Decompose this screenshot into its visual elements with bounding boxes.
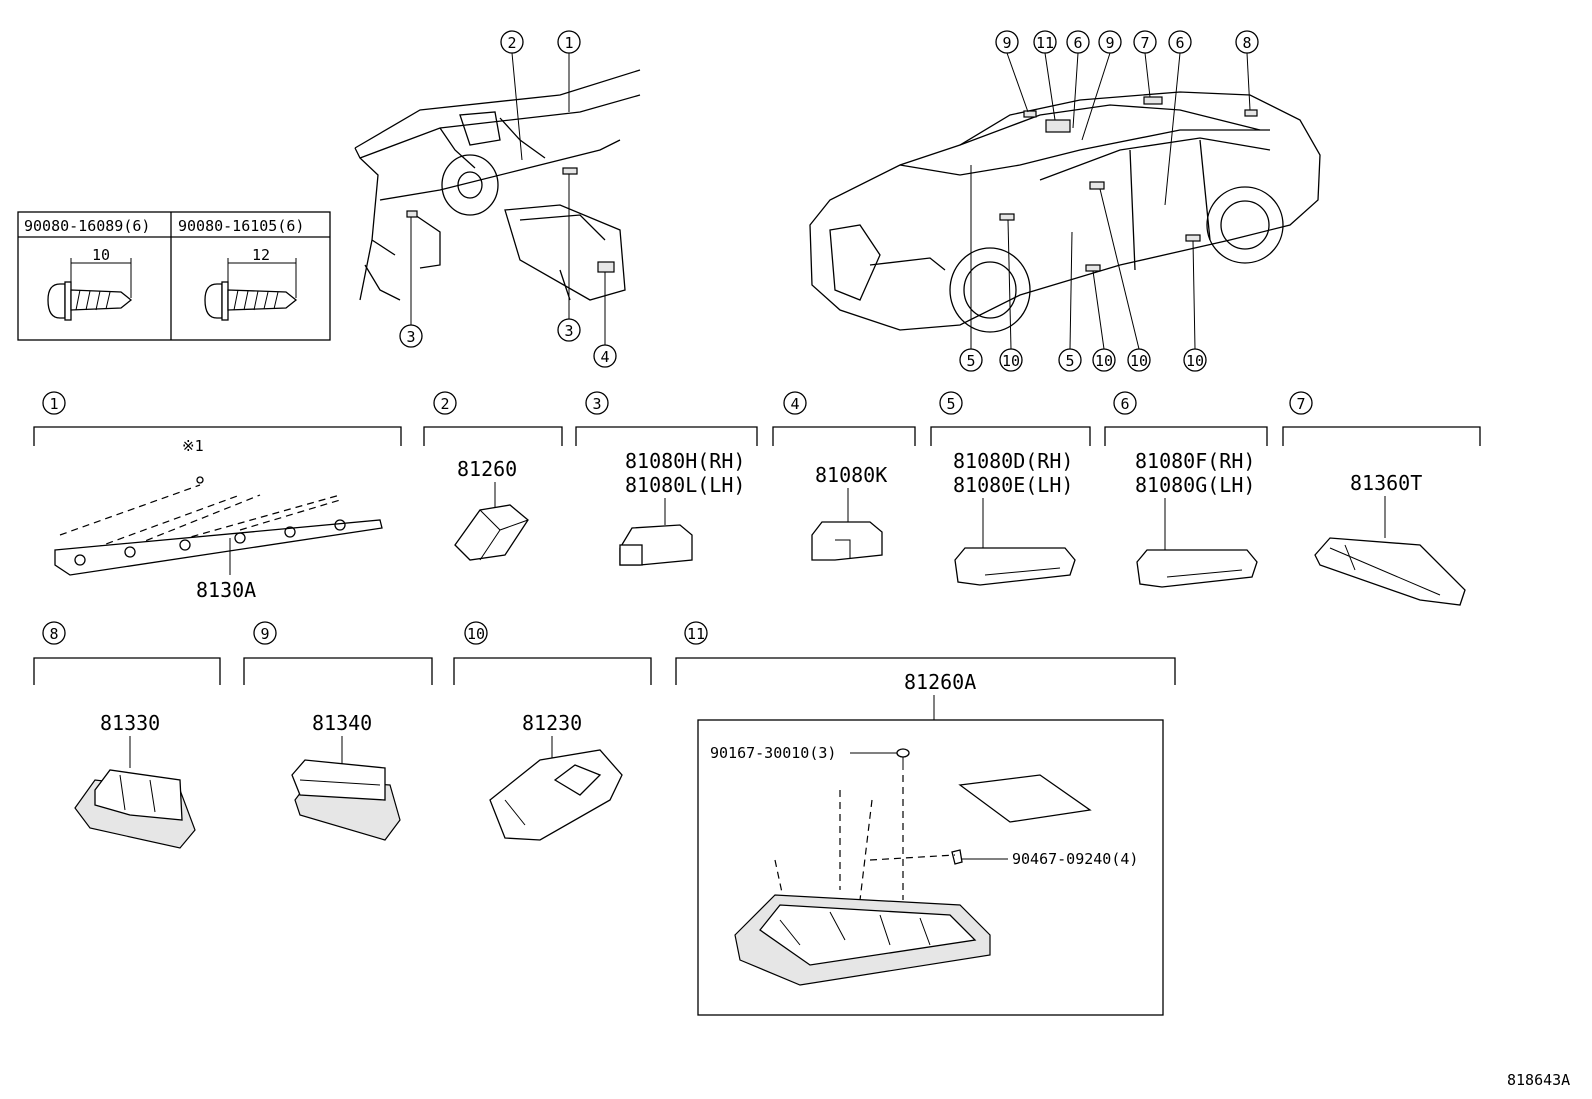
assembly-clip: 90467-09240(4) — [1012, 850, 1138, 868]
svg-text:10: 10 — [1186, 352, 1204, 370]
part-81340: 81340 — [312, 711, 372, 735]
svg-text:7: 7 — [1140, 34, 1149, 52]
callout-car-6b: 6 — [1164, 30, 1192, 206]
svg-text:2: 2 — [507, 34, 516, 52]
group-1-number: 1 — [49, 395, 58, 413]
group-5-number: 5 — [946, 395, 955, 413]
clip-icon — [951, 849, 963, 865]
callout-car-7: 7 — [1133, 30, 1157, 98]
group-8-number: 8 — [49, 625, 58, 643]
callout-car-9b: 9 — [1081, 30, 1122, 141]
part-81260: 81260 — [457, 457, 517, 481]
pad-sheet — [958, 774, 1092, 823]
group-10: 10 81230 — [453, 621, 652, 841]
callout-car-10c: 10 — [1099, 188, 1151, 372]
callout-car-10d: 10 — [1183, 240, 1207, 372]
part-81080H-RH: 81080H(RH) — [625, 449, 745, 473]
group-9: 9 81340 — [243, 621, 433, 841]
screw-right-part: 90080-16105(6) — [178, 217, 304, 235]
group-6: 6 81080F(RH) 81080G(LH) — [1104, 391, 1268, 588]
car-illustration — [809, 91, 1321, 333]
callout-dash-3-right: 3 — [557, 174, 581, 342]
screw-left-part: 90080-16089(6) — [24, 217, 150, 235]
group-11-number: 11 — [687, 625, 705, 643]
part-81230: 81230 — [522, 711, 582, 735]
screw-right-length: 12 — [252, 246, 270, 264]
group-7-number: 7 — [1296, 395, 1305, 413]
car-callouts-bottom: 5 10 5 10 10 10 — [959, 165, 1207, 372]
group-3: 3 81080H(RH) 81080L(LH) — [575, 391, 758, 566]
group-2-number: 2 — [440, 395, 449, 413]
svg-text:4: 4 — [600, 348, 609, 366]
callout-dash-1: 1 — [557, 30, 581, 112]
callout-car-5b: 5 — [1058, 231, 1082, 372]
svg-text:10: 10 — [1130, 352, 1148, 370]
assembly-screw: 90167-30010(3) — [710, 744, 836, 762]
part-81080L-LH: 81080L(LH) — [625, 473, 745, 497]
svg-text:9: 9 — [1002, 34, 1011, 52]
screw-left-icon: 10 — [47, 246, 133, 321]
part-81080D-RH: 81080D(RH) — [953, 449, 1073, 473]
group-4: 4 81080K — [772, 391, 916, 561]
screw-right-icon: 12 — [204, 246, 298, 321]
dashboard-illustration — [354, 69, 641, 301]
group-10-number: 10 — [467, 625, 485, 643]
assembly-box — [697, 719, 1164, 1016]
group-11: 11 81260A 90167-30010(3) 90467-09240(4) — [675, 621, 1176, 1016]
svg-text:3: 3 — [406, 328, 415, 346]
group-1: 1 ※1 8130A — [33, 391, 402, 602]
car-callouts-top: 9 11 6 9 7 6 8 — [995, 30, 1259, 206]
group-9-number: 9 — [260, 625, 269, 643]
group-2: 2 81260 — [423, 391, 563, 561]
callout-car-5a: 5 — [959, 165, 983, 372]
screw-icon — [896, 748, 910, 770]
group-8: 8 81330 — [33, 621, 221, 849]
dash-callouts: 2 1 3 3 4 — [399, 30, 617, 368]
group-4-number: 4 — [790, 395, 799, 413]
svg-text:9: 9 — [1105, 34, 1114, 52]
callout-dash-4: 4 — [593, 272, 617, 368]
svg-text:3: 3 — [564, 322, 573, 340]
group-5: 5 81080D(RH) 81080E(LH) — [930, 391, 1091, 586]
part-81080K: 81080K — [815, 463, 887, 487]
callout-car-10a: 10 — [999, 219, 1023, 372]
part-81360T: 81360T — [1350, 471, 1422, 495]
svg-text:6: 6 — [1175, 34, 1184, 52]
callout-car-10b: 10 — [1092, 270, 1116, 372]
svg-text:8: 8 — [1242, 34, 1251, 52]
part-81080E-LH: 81080E(LH) — [953, 473, 1073, 497]
svg-text:10: 10 — [1002, 352, 1020, 370]
svg-text:5: 5 — [966, 352, 975, 370]
part-81260A: 81260A — [904, 670, 976, 694]
part-81080G-LH: 81080G(LH) — [1135, 473, 1255, 497]
callout-car-8: 8 — [1235, 30, 1259, 111]
group-1-note: ※1 — [182, 437, 204, 455]
svg-text:6: 6 — [1073, 34, 1082, 52]
callout-dash-3-left: 3 — [399, 217, 423, 348]
callout-car-9a: 9 — [995, 30, 1029, 113]
group-6-number: 6 — [1120, 395, 1129, 413]
part-81080F-RH: 81080F(RH) — [1135, 449, 1255, 473]
svg-text:11: 11 — [1036, 34, 1054, 52]
screw-table: 90080-16089(6) 90080-16105(6) 10 12 — [17, 211, 331, 341]
part-81330: 81330 — [100, 711, 160, 735]
svg-text:10: 10 — [1095, 352, 1113, 370]
callout-dash-2: 2 — [500, 30, 524, 161]
group-3-number: 3 — [592, 395, 601, 413]
screw-left-length: 10 — [92, 246, 110, 264]
group-7: 7 81360T — [1282, 391, 1481, 606]
svg-text:1: 1 — [564, 34, 573, 52]
illustration-id: 818643A — [1507, 1071, 1570, 1089]
part-8130A: 8130A — [196, 578, 256, 602]
svg-text:5: 5 — [1065, 352, 1074, 370]
callout-car-6a: 6 — [1066, 30, 1090, 129]
callout-car-11: 11 — [1033, 30, 1057, 121]
